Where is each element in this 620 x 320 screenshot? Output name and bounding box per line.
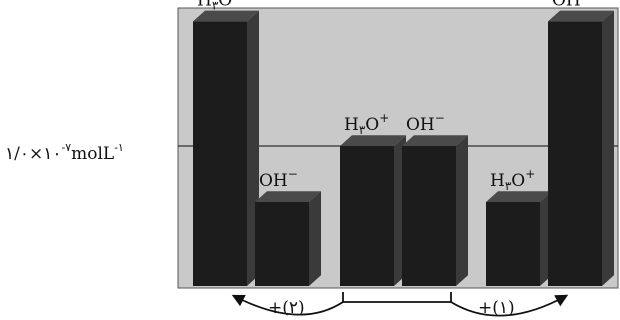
bar-front [486, 202, 540, 286]
bar [255, 191, 321, 286]
bar-top [402, 135, 468, 146]
arrow-left-label: +(۲) [268, 298, 305, 318]
bar-label: H۳O+ [344, 111, 389, 137]
bar-side [602, 10, 614, 286]
bar [193, 10, 259, 287]
middle-bracket [342, 292, 452, 303]
bar-front [340, 146, 394, 286]
bar-top [193, 10, 259, 22]
bar-label: OH− [259, 167, 298, 191]
bar [340, 135, 406, 286]
bar-front [255, 202, 309, 286]
bar-front [402, 146, 456, 286]
bar-label: OH− [406, 111, 445, 135]
bar-side [456, 135, 468, 286]
bar-top [255, 191, 321, 202]
bar-top [548, 10, 614, 22]
bar-side [309, 191, 321, 286]
bar-label: H۳O+ [490, 167, 535, 193]
bar-top [340, 135, 406, 146]
bar [548, 10, 614, 287]
bar-label: OH− [552, 0, 591, 10]
arrow-right [450, 294, 569, 317]
bar-front [548, 21, 602, 287]
bar [402, 135, 468, 286]
bar-front [193, 21, 247, 287]
bar-top [486, 191, 552, 202]
arrow-left [231, 294, 344, 316]
arrow-right-label: +(۱) [478, 298, 515, 318]
bar-label: H۳O+ [197, 0, 242, 12]
reference-line-label: ۱/۰×۱۰-۷molL-۱ [5, 141, 124, 164]
bar [486, 191, 552, 286]
